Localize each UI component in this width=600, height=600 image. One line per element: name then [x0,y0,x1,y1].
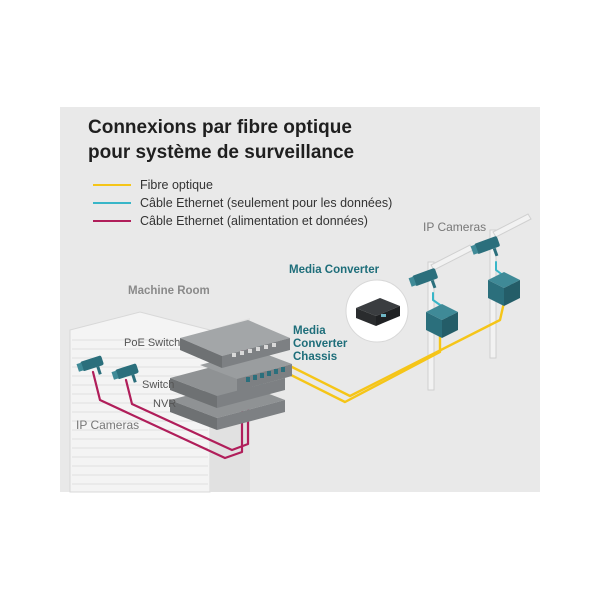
camera-icon [111,363,139,383]
diagram-title: Connexions par fibre optique pour systèm… [88,115,448,165]
legend-item-ethernet-data: Câble Ethernet (seulement pour les donné… [93,194,433,212]
media-converter-chassis-label: Media Converter Chassis [293,325,347,364]
legend: Fibre optique Câble Ethernet (seulement … [93,176,433,230]
ip-cameras-left-label: IP Cameras [76,418,140,432]
fiber-cable-1 [283,328,442,404]
legend-label: Fibre optique [140,178,213,192]
poe-switch-label: PoE Switch [124,337,181,349]
legend-item-ethernet-poe: Câble Ethernet (alimentation et données) [93,212,433,230]
field-media-converter-2 [488,272,520,306]
title-line-2: pour système de surveillance [88,142,355,163]
ip-cameras-right-label: IP Cameras [423,220,487,234]
mcc-line-3: Chassis [293,351,338,363]
legend-item-fiber: Fibre optique [93,176,433,194]
fiber-cable-2 [288,296,507,398]
mcc-line-2: Converter [293,338,348,350]
camera-icon [470,236,500,257]
field-media-converter-1 [426,304,458,338]
nvr-label: NVR [153,398,177,410]
poe-switch-device [180,320,290,368]
title-line-1: Connexions par fibre optique [88,117,352,138]
switch-label: Switch [142,379,175,391]
mcc-line-1: Media [293,325,326,337]
legend-label: Câble Ethernet (seulement pour les donné… [140,196,393,210]
legend-swatch-ethernet-data [93,202,131,204]
media-converter-chassis [200,350,292,391]
legend-label: Câble Ethernet (alimentation et données) [140,214,368,228]
machine-room-label: Machine Room [128,285,210,297]
camera-icon [76,355,104,375]
camera-icon [408,268,438,289]
media-converter-callout [345,279,409,343]
media-converter-label: Media Converter [289,264,380,276]
legend-swatch-fiber [93,184,131,186]
legend-swatch-ethernet-poe [93,220,131,222]
